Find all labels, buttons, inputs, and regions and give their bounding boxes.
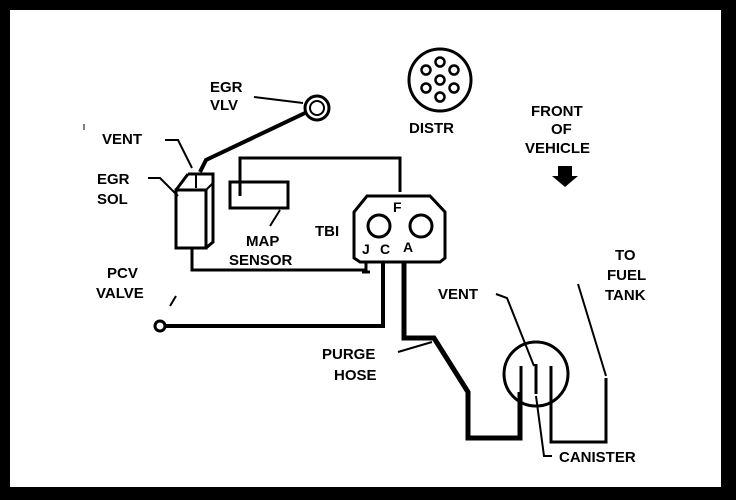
- distributor: [407, 47, 473, 113]
- canister: [502, 340, 570, 408]
- label-purge-1: PURGE: [322, 346, 375, 363]
- diagram-panel: [10, 10, 721, 487]
- label-pcv-2: VALVE: [96, 285, 144, 302]
- label-front-3: VEHICLE: [525, 140, 590, 157]
- label-egr-vlv-2: VLV: [210, 97, 238, 114]
- label-egr-vlv-1: EGR: [210, 79, 243, 96]
- purge-leader: [397, 341, 433, 353]
- egr-valve-hose: [198, 111, 306, 173]
- label-vent-canister: VENT: [438, 286, 478, 303]
- vent-leader: [165, 139, 193, 169]
- label-canister: CANISTER: [559, 449, 636, 466]
- pcv-leader: [169, 295, 177, 307]
- label-vent-top: VENT: [102, 131, 142, 148]
- label-egr-sol-1: EGR: [97, 171, 130, 188]
- label-tbi: TBI: [315, 223, 339, 240]
- egr-valve-leader: [253, 96, 304, 104]
- label-map-1: MAP: [246, 233, 279, 250]
- label-to-fuel-2: FUEL: [607, 267, 646, 284]
- tbi-unit: [352, 194, 447, 264]
- map-sensor: [228, 180, 290, 210]
- label-distr: DISTR: [409, 120, 454, 137]
- label-port-c: C: [380, 241, 390, 257]
- fuel-tank-hose: [549, 378, 608, 444]
- label-front-1: FRONT: [531, 103, 583, 120]
- label-port-j: J: [362, 241, 370, 257]
- label-to-fuel-3: TANK: [605, 287, 646, 304]
- canister-vent-leader: [495, 293, 535, 367]
- egr-sol-to-tbi-hose: [190, 248, 368, 272]
- label-front-2: OF: [551, 121, 572, 138]
- map-sensor-leader: [269, 209, 281, 227]
- pcv-valve-icon: [153, 319, 167, 333]
- pcv-hose: [162, 262, 385, 328]
- label-port-a: A: [403, 239, 413, 255]
- label-map-2: SENSOR: [229, 252, 293, 269]
- label-pcv-1: PCV: [107, 265, 138, 282]
- purge-hose: [401, 262, 523, 441]
- egr-valve: [303, 94, 331, 122]
- canister-leader: [535, 395, 552, 457]
- label-egr-sol-2: SOL: [97, 191, 128, 208]
- front-arrow-icon: [552, 166, 578, 187]
- label-to-fuel-1: TO: [615, 247, 636, 264]
- egr-sol-leader: [148, 177, 179, 197]
- map-hose: [238, 156, 402, 196]
- label-purge-2: HOSE: [334, 367, 377, 384]
- label-port-f: F: [393, 199, 402, 215]
- fuel-tank-leader: [577, 283, 607, 377]
